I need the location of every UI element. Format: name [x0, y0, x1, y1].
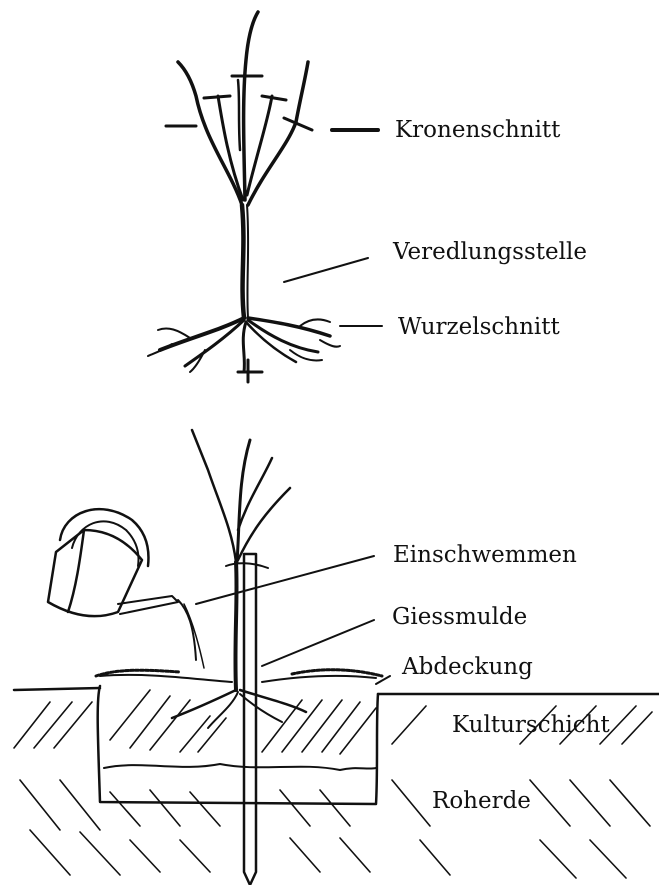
label-kronenschnitt: Kronenschnitt	[395, 117, 561, 143]
bottom-leader-lines	[196, 556, 390, 684]
giessmulde-leader	[262, 620, 374, 666]
label-wurzelschnitt: Wurzelschnitt	[398, 314, 561, 340]
label-abdeckung: Abdeckung	[401, 654, 533, 680]
veredlungsstelle-leader	[284, 258, 368, 282]
root-cut-mark	[238, 360, 262, 382]
label-kulturschicht: Kulturschicht	[452, 712, 610, 738]
tree-crown-branches	[178, 12, 308, 205]
top-tree-illustration	[148, 12, 340, 382]
label-roherde: Roherde	[432, 788, 531, 814]
einschwemmen-leader	[196, 556, 374, 604]
tree-roots	[148, 318, 340, 372]
label-veredlungsstelle: Veredlungsstelle	[392, 239, 587, 265]
support-stake	[226, 554, 268, 885]
label-giessmulde: Giessmulde	[392, 604, 527, 630]
label-einschwemmen: Einschwemmen	[393, 542, 577, 568]
tree-trunk	[242, 205, 248, 318]
ground-surface	[14, 688, 659, 694]
abdeckung-leader	[376, 676, 390, 684]
raw-earth-hatching	[20, 780, 650, 878]
watering-can	[48, 509, 204, 668]
top-leader-lines	[284, 130, 382, 326]
